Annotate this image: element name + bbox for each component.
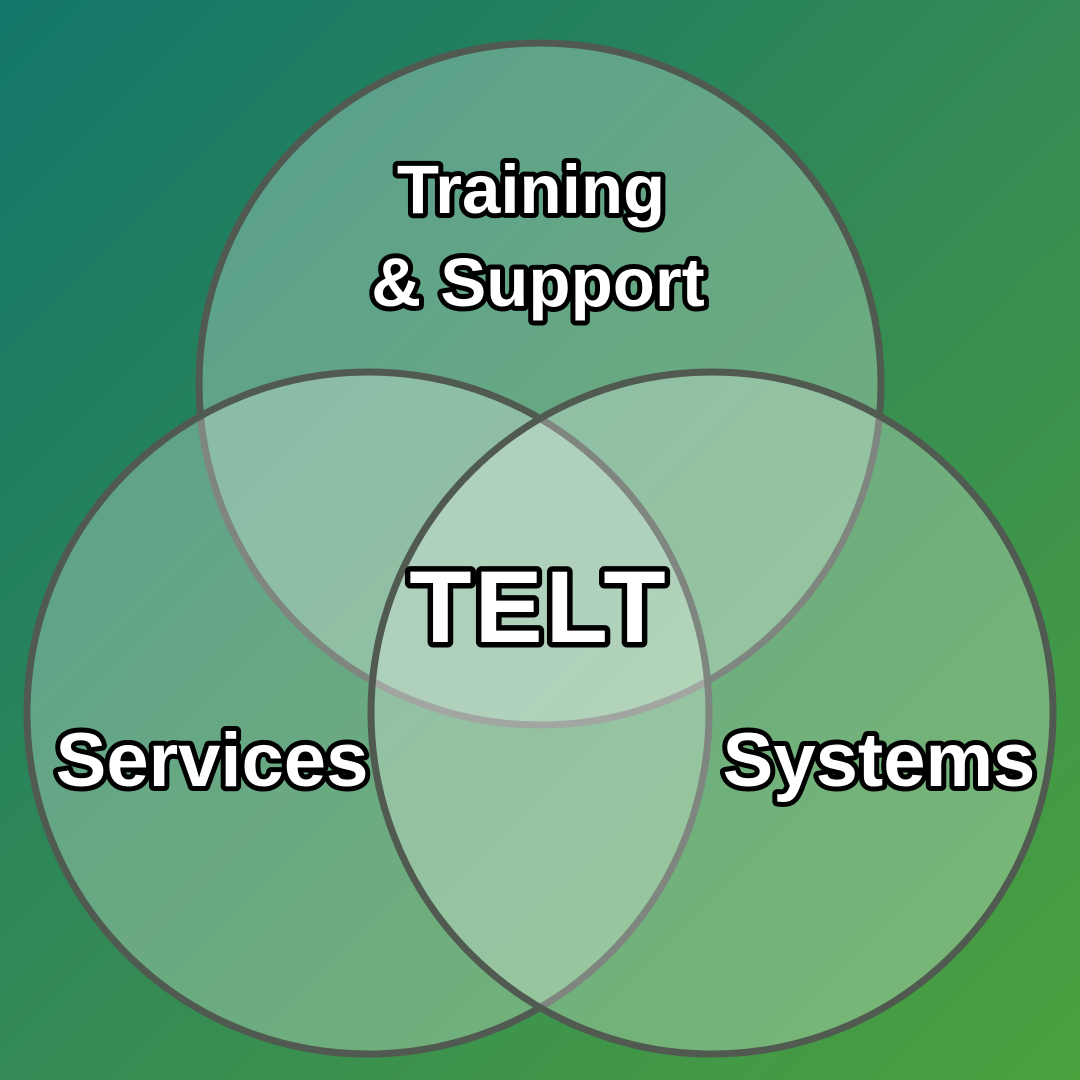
label-support: & Support	[371, 244, 704, 321]
label-services: Services	[56, 718, 369, 803]
circle-systems	[367, 368, 1057, 1058]
circle-training-support	[195, 39, 885, 729]
label-training: Training	[397, 151, 665, 228]
label-telt: TELT	[409, 550, 668, 664]
label-systems: Systems	[723, 718, 1036, 803]
